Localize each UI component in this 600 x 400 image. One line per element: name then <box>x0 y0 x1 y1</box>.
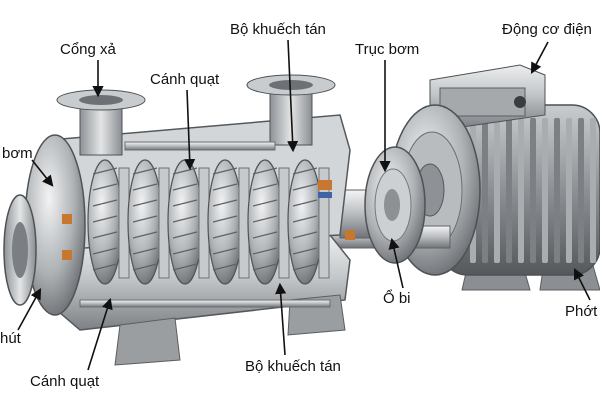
impeller-vane <box>212 183 238 191</box>
label-phot: Phớt <box>565 303 598 320</box>
motor-cooling-fins <box>470 118 596 263</box>
leader-canh-quat-bottom <box>87 297 113 371</box>
label-hut-left: hút <box>0 330 22 347</box>
leader-canh-quat-top <box>184 89 196 171</box>
impeller-vane <box>212 231 238 239</box>
impeller-vane <box>132 199 158 207</box>
impeller-vane <box>252 231 278 239</box>
impeller-vane <box>92 167 118 175</box>
impeller-vane <box>292 167 318 175</box>
label-truc-bom: Trục bơm <box>355 41 419 58</box>
motor-fin <box>590 118 596 263</box>
impeller-vane <box>292 263 318 271</box>
motor-fin <box>542 118 548 263</box>
motor-fin <box>482 118 488 263</box>
motor-fin <box>578 118 584 263</box>
coupling <box>364 146 426 264</box>
impeller-vane <box>212 199 238 207</box>
impeller-vane <box>92 199 118 207</box>
leader-dong-co-dien <box>530 41 549 74</box>
bearing-right <box>318 180 355 240</box>
impeller-vane <box>292 247 318 255</box>
impeller-vane <box>92 183 118 191</box>
motor-fin <box>530 118 536 263</box>
impeller-vane <box>212 247 238 255</box>
impeller-vane <box>292 215 318 223</box>
impeller-vane <box>252 247 278 255</box>
impeller-vane <box>92 247 118 255</box>
leader-o-bi <box>388 237 404 289</box>
leader-bo-khuech-tan-bottom <box>275 282 287 356</box>
impeller-vane <box>252 183 278 191</box>
motor-fin <box>566 118 572 263</box>
impeller-vane <box>172 215 198 223</box>
impeller-vane <box>172 263 198 271</box>
impeller-vane <box>172 231 198 239</box>
impeller-vane <box>172 183 198 191</box>
impeller-vane <box>252 263 278 271</box>
impeller-vane <box>252 167 278 175</box>
label-canh-quat-top: Cánh quạt <box>150 71 220 88</box>
leader-phot <box>573 267 591 301</box>
impeller-vane <box>132 183 158 191</box>
diffuser-plate <box>318 167 330 279</box>
impeller-vane <box>172 199 198 207</box>
label-cong-xa: Cổng xả <box>60 41 117 58</box>
impeller-vane <box>212 263 238 271</box>
impeller-vane <box>132 231 158 239</box>
label-bo-khuech-tan-bottom: Bộ khuếch tán <box>245 358 341 375</box>
impeller-vane <box>172 247 198 255</box>
motor-fin <box>494 118 500 263</box>
leader-lines <box>17 39 591 371</box>
motor-fin <box>554 118 560 263</box>
label-bo-khuech-tan-top: Bộ khuếch tán <box>230 21 326 38</box>
label-bom-left: bơm <box>2 145 33 162</box>
impeller-vane <box>92 231 118 239</box>
impeller-vane <box>132 247 158 255</box>
impeller-vane <box>292 199 318 207</box>
bearing-left <box>62 214 72 260</box>
label-canh-quat-bottom: Cánh quạt <box>30 373 100 390</box>
leader-hut-left <box>17 288 42 331</box>
impeller-vane <box>212 215 238 223</box>
motor-fin <box>518 118 524 263</box>
leader-bo-khuech-tan-top <box>286 39 299 153</box>
impeller-vane <box>132 167 158 175</box>
impeller-vane <box>212 167 238 175</box>
impeller-vane <box>252 199 278 207</box>
label-dong-co-dien: Động cơ điện <box>502 21 592 38</box>
impeller-vane <box>132 215 158 223</box>
impeller-stack <box>87 159 330 285</box>
impeller-vane <box>292 183 318 191</box>
impeller-vane <box>92 215 118 223</box>
motor-fin <box>506 118 512 263</box>
impeller-vane <box>252 215 278 223</box>
impeller-vane <box>292 231 318 239</box>
impeller-vane <box>132 263 158 271</box>
leader-bom-left <box>31 159 54 187</box>
impeller-vane <box>92 263 118 271</box>
label-o-bi: Ổ bi <box>383 289 411 307</box>
